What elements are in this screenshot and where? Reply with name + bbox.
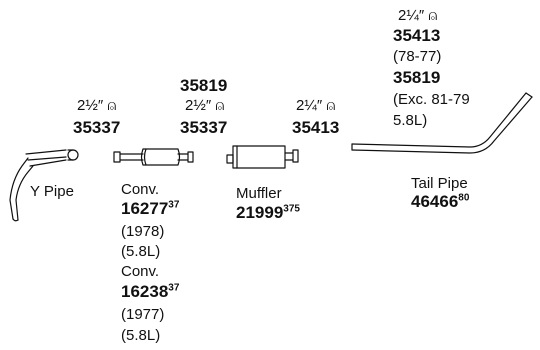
muffler-drawing (226, 145, 299, 169)
tail-pipe-drawing (351, 92, 533, 154)
tail-pipe-size: 2¼″ ⍝ (398, 7, 438, 24)
tail-pipe-note-3: 5.8L) (393, 112, 428, 129)
tail-pipe-part-number-1: 35413 (393, 26, 441, 45)
y-pipe-name: Y Pipe (30, 183, 74, 200)
tail-pipe-note-2: (Exc. 81-79 (393, 91, 470, 108)
muffler-part-number: 35413 (292, 118, 340, 137)
tail-pipe-name: Tail Pipe (411, 175, 468, 192)
y-pipe-drawing (9, 149, 79, 222)
converter-option-1-price: 1627737 (121, 199, 180, 218)
converter-option-2-name: Conv. (121, 263, 160, 280)
tail-pipe-note-1: (78-77) (393, 48, 442, 65)
muffler-price: 21999375 (236, 203, 300, 222)
tail-pipe-price: 4646680 (411, 192, 470, 211)
converter-option-2-engine: (5.8L) (121, 327, 161, 344)
converter-drawing (113, 148, 194, 166)
tail-pipe-part-number-2: 35819 (393, 68, 441, 87)
converter-option-2-years: (1977) (121, 306, 165, 323)
y-pipe-size: 2½″ ⍝ (77, 97, 117, 114)
converter-option-1-name: Conv. (121, 181, 160, 198)
converter-option-1-engine: (5.8L) (121, 243, 161, 260)
converter-part-number-2: 35337 (180, 118, 228, 137)
converter-option-2-price: 1623837 (121, 282, 180, 301)
y-pipe-part-number: 35337 (73, 118, 121, 137)
converter-option-1-years: (1978) (121, 223, 165, 240)
muffler-name: Muffler (236, 185, 282, 202)
muffler-size: 2¼″ ⍝ (296, 97, 336, 114)
converter-size: 2½″ ⍝ (185, 97, 225, 114)
converter-part-number-1: 35819 (180, 76, 228, 95)
